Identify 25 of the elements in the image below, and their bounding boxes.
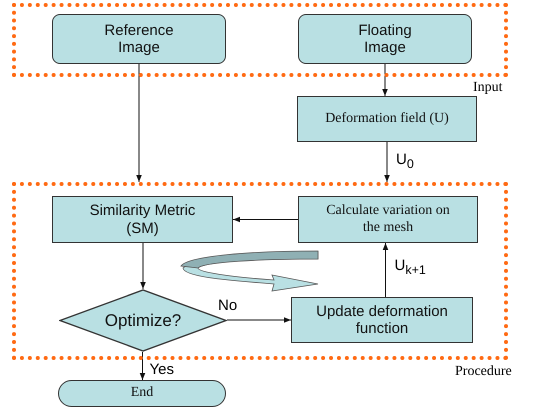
process-box	[298, 196, 478, 243]
process-box	[52, 14, 226, 64]
arrow	[382, 242, 388, 298]
node-label: Similarity Metric (SM)	[88, 202, 196, 237]
arrow	[140, 352, 146, 380]
node-label: Reference Image	[103, 22, 175, 56]
arrow	[382, 64, 388, 96]
process-box	[297, 96, 477, 142]
group-label: Input	[473, 80, 503, 96]
arrow	[232, 216, 298, 222]
group-label: Procedure	[455, 364, 512, 380]
arrow	[226, 317, 292, 323]
arrow	[384, 142, 390, 182]
arrow	[136, 64, 142, 182]
node-label: End	[130, 385, 154, 402]
node-label: Optimize?	[104, 310, 182, 330]
process-box	[52, 196, 233, 243]
node-label: Floating Image	[357, 22, 413, 56]
node-label: Calculate variation on the mesh	[326, 203, 450, 236]
arrow	[140, 242, 146, 290]
node-label: Deformation field (U)	[325, 110, 449, 128]
process-box	[291, 297, 473, 343]
process-box	[298, 14, 472, 64]
node-label: Update deformation function	[315, 302, 449, 338]
terminal-shape	[58, 380, 226, 407]
